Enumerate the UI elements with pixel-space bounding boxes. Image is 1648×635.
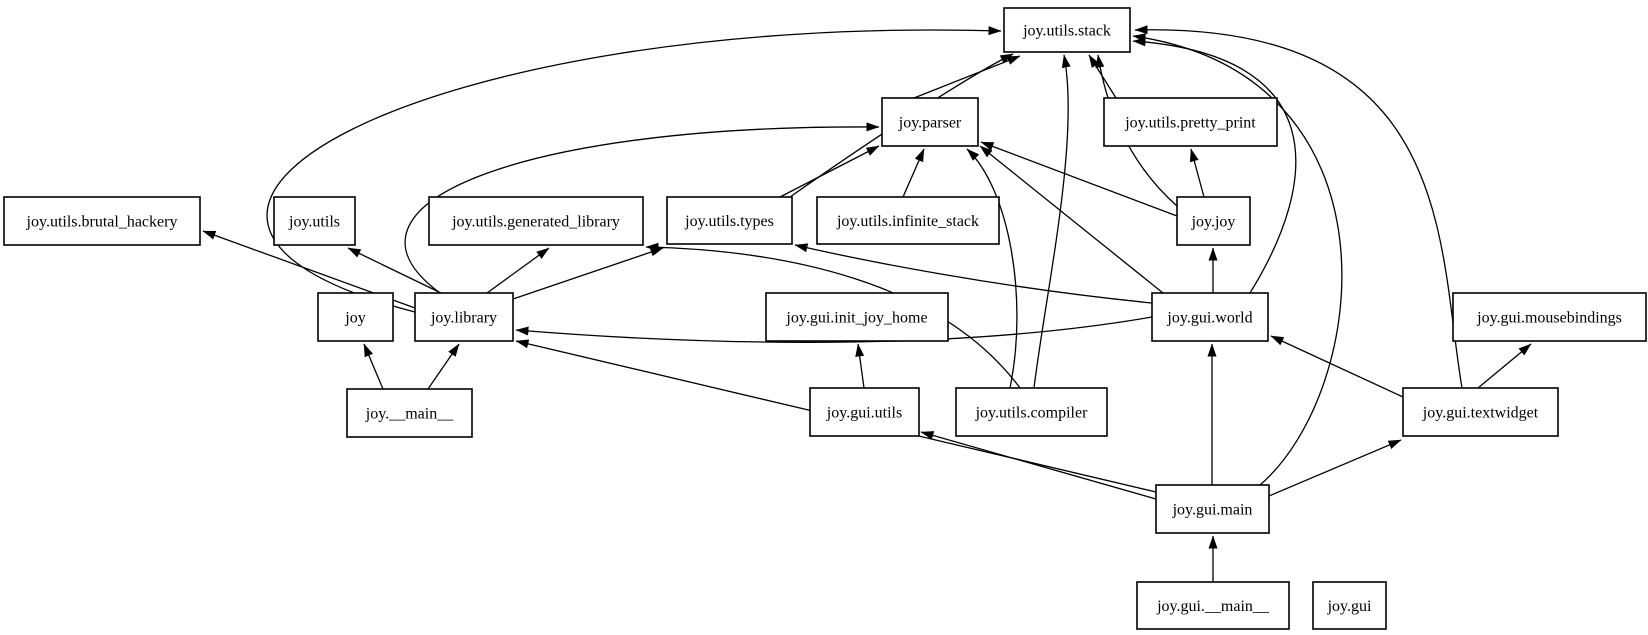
edge-joy-gui-textwidget-to-joy-gui-world bbox=[1270, 335, 1404, 398]
node-box-joy-utils-generated-library bbox=[428, 196, 644, 246]
edges-layer bbox=[202, 25, 1532, 582]
node-joy-gui-textwidget: joy.gui.textwidget bbox=[1402, 387, 1559, 437]
node-joy-gui-init-joy-home: joy.gui.init_joy_home bbox=[765, 292, 949, 342]
node-box-joy-gui-main bbox=[1155, 484, 1270, 534]
node-label-joy-gui-textwidget: joy.gui.textwidget bbox=[1422, 405, 1539, 422]
node-label-joy-utils-types: joy.utils.types bbox=[684, 213, 774, 230]
edge-joy-library-to-joy-parser bbox=[404, 122, 880, 294]
node-joy-utils-compiler: joy.utils.compiler bbox=[955, 387, 1108, 437]
edge-joy-main-to-joy-library bbox=[427, 343, 460, 390]
node-box-joy-utils-infinite-stack bbox=[816, 196, 1000, 245]
node-box-joy-gui-world bbox=[1151, 292, 1269, 342]
node-joy-utils-stack: joy.utils.stack bbox=[1003, 7, 1131, 53]
node-label-joy-main: joy.__main__ bbox=[365, 406, 454, 423]
edge-joy-library-to-joy-utils-types bbox=[512, 247, 664, 300]
node-label-joy-utils-pretty-print: joy.utils.pretty_print bbox=[1124, 115, 1256, 132]
edge-joy-utils-types-to-joy-parser bbox=[779, 145, 880, 198]
edge-joy-gui-world-to-joy-library bbox=[515, 316, 1153, 343]
node-joy-gui-main: joy.gui.__main__ bbox=[1136, 581, 1290, 630]
edge-joy-gui-main-to-joy-gui-utils bbox=[920, 431, 1157, 500]
node-joy-library: joy.library bbox=[414, 292, 514, 342]
node-box-joy-parser bbox=[881, 97, 979, 147]
node-box-joy-gui-utils bbox=[809, 387, 920, 437]
node-label-joy-utils-stack: joy.utils.stack bbox=[1022, 23, 1111, 40]
node-label-joy-gui-main: joy.gui.main bbox=[1172, 502, 1253, 519]
node-label-joy-gui-main: joy.gui.__main__ bbox=[1156, 598, 1270, 615]
node-label-joy-parser: joy.parser bbox=[898, 115, 962, 132]
node-joy-utils-generated-library: joy.utils.generated_library bbox=[428, 196, 644, 246]
edge-joy-parser-to-joy-utils-stack bbox=[913, 55, 1021, 99]
edge-joy-joy-to-joy-utils-pretty-print bbox=[1189, 148, 1205, 198]
node-box-joy-utils-stack bbox=[1003, 7, 1131, 53]
node-box-joy-utils-types bbox=[666, 196, 793, 245]
node-joy-gui-utils: joy.gui.utils bbox=[809, 387, 920, 437]
node-joy-utils-types: joy.utils.types bbox=[666, 196, 793, 245]
node-joy-utils: joy.utils bbox=[273, 196, 356, 246]
edge-joy-utils-compiler-to-joy-utils-stack bbox=[1033, 54, 1071, 389]
edge-joy-main-to-joy bbox=[363, 343, 384, 390]
node-joy-utils-brutal-hackery: joy.utils.brutal_hackery bbox=[3, 196, 201, 246]
edge-joy-library-to-joy-utils-generated-library bbox=[486, 247, 550, 294]
edge-joy-gui-world-to-joy-utils-stack bbox=[1132, 37, 1297, 294]
node-joy-joy: joy.joy bbox=[1176, 196, 1251, 246]
node-label-joy-gui-mousebindings: joy.gui.mousebindings bbox=[1476, 310, 1622, 327]
node-joy-gui: joy.gui bbox=[1312, 581, 1387, 630]
node-label-joy-utils-generated-library: joy.utils.generated_library bbox=[451, 214, 620, 231]
node-box-joy-gui-mousebindings bbox=[1452, 292, 1647, 342]
node-label-joy-gui-utils: joy.gui.utils bbox=[826, 405, 902, 422]
edge-joy-utils-compiler-to-joy-utils-generated-library bbox=[645, 242, 1021, 389]
node-box-joy-utils-pretty-print bbox=[1103, 97, 1278, 147]
node-box-joy-gui bbox=[1312, 581, 1387, 630]
node-box-joy bbox=[317, 292, 394, 342]
node-box-joy-main bbox=[346, 388, 473, 438]
edge-joy-gui-textwidget-to-joy-gui-mousebindings bbox=[1477, 343, 1532, 389]
node-box-joy-gui-textwidget bbox=[1402, 387, 1559, 437]
node-label-joy-library: joy.library bbox=[430, 310, 497, 327]
node-label-joy: joy bbox=[344, 310, 365, 327]
node-joy-utils-infinite-stack: joy.utils.infinite_stack bbox=[816, 196, 1000, 245]
edge-joy-gui-main-to-joy-utils-stack bbox=[1132, 33, 1343, 486]
node-label-joy-gui: joy.gui bbox=[1327, 598, 1372, 615]
node-box-joy-utils-compiler bbox=[955, 387, 1108, 437]
edge-joy-utils-compiler-to-joy-parser bbox=[966, 148, 1018, 389]
edge-joy-gui-utils-to-joy-gui-init-joy-home bbox=[855, 343, 865, 389]
node-label-joy-joy: joy.joy bbox=[1191, 214, 1236, 231]
edge-joy-library-to-joy-utils-stack bbox=[266, 26, 1002, 313]
node-joy-gui-main: joy.gui.main bbox=[1155, 484, 1270, 534]
edge-joy-utils-infinite-stack-to-joy-parser bbox=[902, 148, 925, 198]
node-box-joy-joy bbox=[1176, 196, 1251, 246]
edge-joy-gui-world-to-joy-parser bbox=[979, 145, 1164, 294]
node-label-joy-utils-compiler: joy.utils.compiler bbox=[975, 405, 1089, 422]
node-joy-gui-mousebindings: joy.gui.mousebindings bbox=[1452, 292, 1647, 342]
node-label-joy-gui-world: joy.gui.world bbox=[1166, 310, 1252, 327]
node-box-joy-utils-brutal-hackery bbox=[3, 196, 201, 246]
edge-joy-gui-main-to-joy-gui-textwidget bbox=[1268, 439, 1402, 497]
node-box-joy-library bbox=[414, 292, 514, 342]
node-joy-main: joy.__main__ bbox=[346, 388, 473, 438]
node-label-joy-utils-infinite-stack: joy.utils.infinite_stack bbox=[836, 213, 979, 230]
node-label-joy-utils-brutal-hackery: joy.utils.brutal_hackery bbox=[26, 214, 178, 231]
node-joy: joy bbox=[317, 292, 394, 342]
node-box-joy-gui-main bbox=[1136, 581, 1290, 630]
edge-joy-joy-to-joy-parser bbox=[980, 141, 1178, 217]
edge-joy-library-to-joy-utils bbox=[347, 247, 442, 294]
node-box-joy-gui-init-joy-home bbox=[765, 292, 949, 342]
node-joy-gui-world: joy.gui.world bbox=[1151, 292, 1269, 342]
node-label-joy-utils: joy.utils bbox=[288, 214, 340, 231]
node-label-joy-gui-init-joy-home: joy.gui.init_joy_home bbox=[785, 310, 927, 327]
node-joy-utils-pretty-print: joy.utils.pretty_print bbox=[1103, 97, 1278, 147]
nodes-layer: joy.utils.stack joy.parser joy.utils.prett… bbox=[3, 7, 1647, 630]
edge-joy-gui-world-to-joy-utils-types bbox=[794, 243, 1153, 304]
node-joy-parser: joy.parser bbox=[881, 97, 979, 147]
node-box-joy-utils bbox=[273, 196, 356, 246]
